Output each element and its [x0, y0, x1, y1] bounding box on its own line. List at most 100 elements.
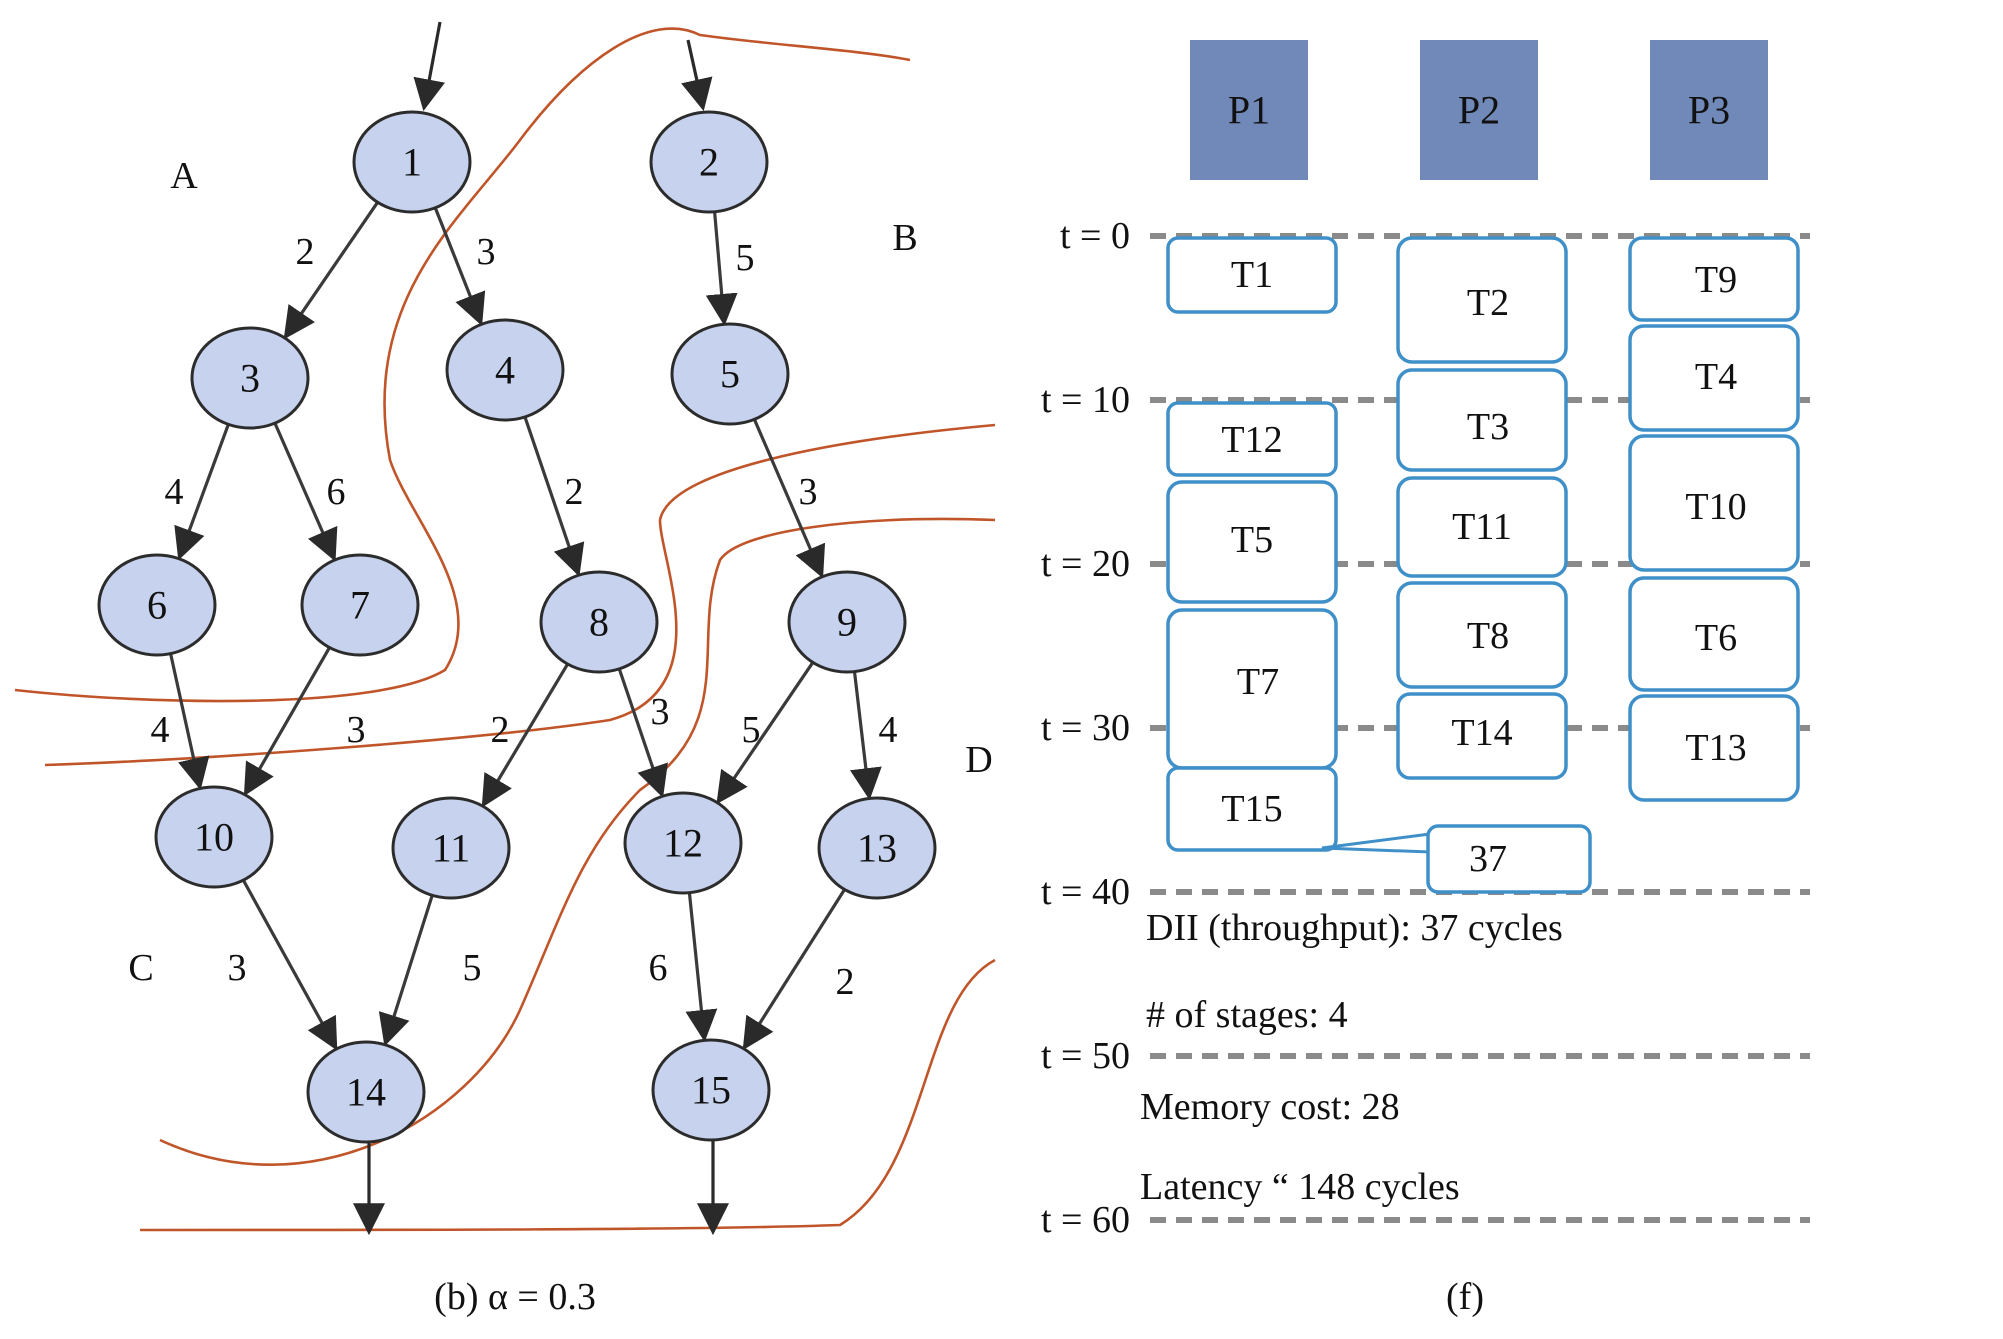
svg-text:T5: T5 [1231, 519, 1273, 561]
region-label-c: C [128, 947, 153, 989]
node-circle [391, 796, 511, 900]
svg-text:T4: T4 [1695, 356, 1737, 398]
node-label: 7 [350, 583, 370, 628]
svg-text:P1: P1 [1228, 88, 1270, 133]
task-t12: T12 [1166, 401, 1338, 477]
edge-2-5 [705, 207, 738, 326]
edge-weight-11-14: 5 [463, 947, 482, 989]
node-circle [651, 1038, 771, 1142]
graph-node-12: 12 [623, 791, 743, 895]
graph-node-13: 13 [817, 796, 937, 900]
input-arrow-node-1 [413, 21, 445, 112]
edge-6-10 [168, 649, 210, 791]
region-label-d: D [965, 739, 992, 781]
dii-callout: 37 [1321, 824, 1592, 894]
edge-weight-1-4: 3 [477, 231, 496, 273]
time-label-50: t = 50 [1041, 1035, 1130, 1077]
node-circle [445, 318, 565, 422]
edge-11-14 [378, 890, 435, 1047]
task-t15: T15 [1166, 766, 1338, 852]
edge-8-12 [616, 664, 668, 798]
edge-weight-9-12: 5 [742, 709, 761, 751]
node-label: 10 [194, 815, 234, 860]
right-caption: (f) [1446, 1276, 1484, 1318]
node-label: 14 [346, 1070, 386, 1115]
node-label: 2 [699, 140, 719, 185]
edge-8-11 [481, 659, 572, 808]
task-t3: T3 [1396, 368, 1568, 472]
svg-text:P2: P2 [1458, 88, 1500, 133]
edge-weight-3-7: 6 [327, 471, 346, 513]
time-label-30: t = 30 [1041, 707, 1130, 749]
cut-line-a-b [14, 27, 911, 703]
edge-weight-4-8: 2 [565, 471, 584, 513]
edge-weight-6-10: 4 [151, 709, 170, 751]
node-circle [817, 796, 937, 900]
node-circle [670, 322, 790, 426]
node-label: 12 [663, 821, 703, 866]
graph-node-7: 7 [300, 553, 420, 657]
node-circle [190, 326, 310, 430]
cut-line-bottom [139, 958, 996, 1232]
graph-node-14: 14 [306, 1040, 426, 1144]
task-t8: T8 [1396, 581, 1568, 689]
edge-weight-12-15: 6 [649, 947, 668, 989]
edge-weight-10-14: 3 [228, 947, 247, 989]
node-label: 11 [432, 826, 471, 871]
graph-node-6: 6 [97, 553, 217, 657]
stat-latency: Latency “ 148 cycles [1140, 1166, 1460, 1208]
edge-3-7 [271, 418, 338, 562]
node-label: 3 [240, 356, 260, 401]
graph-node-8: 8 [539, 570, 659, 674]
edge-weight-3-6: 4 [165, 471, 184, 513]
stat-dii: DII (throughput): 37 cycles [1146, 907, 1563, 949]
cut-line-c-d-upper [44, 423, 996, 767]
left-caption: (b) α = 0.3 [434, 1276, 596, 1318]
node-circle [306, 1040, 426, 1144]
edge-weight-7-10: 3 [347, 709, 366, 751]
region-label-b: B [892, 217, 917, 259]
stat-memory: Memory cost: 28 [1140, 1086, 1400, 1128]
node-label: 13 [857, 826, 897, 871]
edge-12-15 [685, 888, 718, 1043]
graph-node-2: 2 [649, 110, 769, 214]
svg-text:T2: T2 [1467, 282, 1509, 324]
time-label-20: t = 20 [1041, 543, 1130, 585]
node-circle [154, 785, 274, 889]
graph-node-3: 3 [190, 326, 310, 430]
edge-weight-8-12: 3 [651, 691, 670, 733]
task-t10: T10 [1628, 434, 1800, 572]
edge-9-12 [716, 658, 817, 805]
task-t2: T2 [1396, 236, 1568, 364]
edge-weight-13-15: 2 [836, 961, 855, 1003]
node-circle [623, 791, 743, 895]
time-label-10: t = 10 [1041, 379, 1130, 421]
region-label-a: A [170, 155, 198, 197]
node-circle [352, 110, 472, 214]
node-circle [300, 553, 420, 657]
input-arrow-node-2 [681, 39, 713, 112]
edge-9-13 [849, 667, 882, 801]
stat-stages: # of stages: 4 [1146, 994, 1348, 1036]
node-label: 15 [691, 1068, 731, 1113]
graph-node-1: 1 [352, 110, 472, 214]
edge-1-4 [432, 203, 486, 326]
graph-edges [168, 197, 882, 1051]
svg-text:T12: T12 [1221, 419, 1282, 461]
graph-node-11: 11 [391, 796, 511, 900]
task-t14: T14 [1396, 692, 1568, 780]
edge-13-15 [742, 885, 849, 1051]
task-t5: T5 [1166, 480, 1338, 604]
svg-text:T1: T1 [1231, 254, 1273, 296]
svg-text:T8: T8 [1467, 615, 1509, 657]
edge-weight-9-13: 4 [879, 709, 898, 751]
task-t7: T7 [1166, 608, 1338, 770]
node-label: 1 [402, 140, 422, 185]
edge-weight-5-9: 3 [799, 471, 818, 513]
graph-node-4: 4 [445, 318, 565, 422]
edge-4-8 [522, 412, 585, 577]
task-t4: T4 [1628, 324, 1800, 432]
time-label-60: t = 60 [1041, 1199, 1130, 1241]
